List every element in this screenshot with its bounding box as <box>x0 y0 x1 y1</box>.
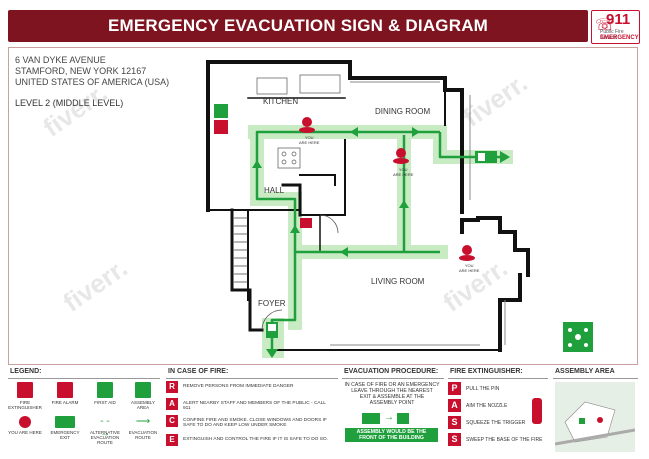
assembly-area-map <box>555 382 635 452</box>
exit-icon <box>362 413 380 424</box>
address-line-2: STAMFORD, NEW YORK 12167 <box>15 66 147 76</box>
fire-alarm-icon <box>57 382 73 398</box>
assembly-area-icon <box>135 382 151 398</box>
route-highlight <box>248 125 513 358</box>
hall-extinguisher <box>300 218 312 228</box>
assembly-banner: ASSEMBLY WOULD BE THE FRONT OF THE BUILD… <box>345 428 438 442</box>
header-bar: EMERGENCY EVACUATION SIGN & DIAGRAM <box>8 10 588 42</box>
room-dining: DINING ROOM <box>375 107 431 116</box>
fire-step: C CONFINE FIRE AND SMOKE. CLOSE WINDOWS … <box>166 415 336 428</box>
legend-item: YOU ARE HERE <box>8 416 42 435</box>
extinguisher-step: P PULL THE PIN <box>448 382 548 396</box>
level-label: LEVEL 2 (MIDDLE LEVEL) <box>15 98 124 108</box>
room-hall: HALL <box>264 186 285 195</box>
page-title: EMERGENCY EVACUATION SIGN & DIAGRAM <box>107 16 489 35</box>
fire-step: R REMOVE PERSONS FROM IMMEDIATE DANGER <box>166 381 336 394</box>
legend-title: LEGEND: <box>10 368 42 375</box>
walls <box>206 60 530 352</box>
legend-item: FIRE EXTINGUISHER <box>8 382 42 410</box>
extinguisher-step: S SQUEEZE THE TRIGGER <box>448 416 548 430</box>
extinguisher-title: FIRE EXTINGUISHER: <box>450 368 523 375</box>
room-kitchen: KITCHEN <box>263 97 299 106</box>
fire-extinguisher-icon <box>532 398 542 424</box>
alternative-route-icon: - - → <box>100 416 110 439</box>
you-are-here-icon <box>19 416 31 428</box>
fire-section: IN CASE OF FIRE: R REMOVE PERSONS FROM I… <box>166 368 338 454</box>
legend-item: FIRE ALARM <box>48 382 82 405</box>
you-are-here-markers <box>299 117 475 261</box>
floor-plan-panel <box>8 47 638 365</box>
address-block: 6 VAN DYKE AVENUE STAMFORD, NEW YORK 121… <box>15 55 169 88</box>
evacuation-route-icon: ⟶ <box>135 416 151 427</box>
first-aid-icon <box>97 382 113 398</box>
emergency-911-logo: ☏ 911 Public Fire Service EMERGENCY <box>591 10 640 44</box>
legend-item: ASSEMBLY AREA <box>126 382 160 410</box>
legend-section: LEGEND: FIRE EXTINGUISHER FIRE ALARM FIR… <box>8 368 160 454</box>
procedure-section: EVACUATION PROCEDURE: IN CASE OF FIRE OR… <box>342 368 444 454</box>
procedure-text: IN CASE OF FIRE OR AN EMERGENCY LEAVE TH… <box>344 382 440 406</box>
logo-number: 911 <box>606 11 631 28</box>
emergency-exit-sign-right <box>475 151 497 163</box>
legend-item: EMERGENCY EXIT <box>48 416 82 440</box>
logo-label: EMERGENCY <box>600 35 639 41</box>
arrow-icon: → <box>384 412 394 423</box>
address-line-1: 6 VAN DYKE AVENUE <box>15 55 106 65</box>
legend-item: FIRST AID <box>88 382 122 405</box>
address-line-3: UNITED STATES OF AMERICA (USA) <box>15 77 170 87</box>
fire-extinguisher-icon <box>17 382 33 398</box>
assembly-title: ASSEMBLY AREA <box>555 368 615 375</box>
assembly-section: ASSEMBLY AREA <box>553 368 638 454</box>
extinguisher-section: FIRE EXTINGUISHER: P PULL THE PIN A AIM … <box>448 368 548 454</box>
logo-subtitle: Public Fire Service <box>600 29 624 41</box>
windows <box>330 81 506 346</box>
kitchen-fixtures <box>256 74 341 169</box>
doors <box>261 214 339 331</box>
assembly-area-sign <box>563 322 593 352</box>
staircase <box>234 217 248 283</box>
emergency-exit-icon <box>55 416 75 428</box>
route-arrowheads <box>252 127 510 358</box>
extinguisher-step: S SWEEP THE BASE OF THE FIRE <box>448 433 548 447</box>
room-living: LIVING ROOM <box>371 277 425 286</box>
kitchen-safety-icons <box>214 104 228 134</box>
emergency-exit-sign-foyer <box>266 322 278 338</box>
assembly-icon <box>397 413 409 424</box>
legend-item: - - → ALTERNATIVE EVACUATION ROUTE <box>89 416 121 445</box>
evacuation-route <box>255 130 505 352</box>
info-panel: LEGEND: FIRE EXTINGUISHER FIRE ALARM FIR… <box>8 368 638 454</box>
legend-item: ⟶ EVACUATION ROUTE <box>128 416 158 440</box>
fire-step: E EXTINGUISH AND CONTROL THE FIRE IF IT … <box>166 434 336 447</box>
fire-step: A ALERT NEARBY STAFF AND MEMBERS OF THE … <box>166 398 336 411</box>
extinguisher-step: A AIM THE NOZZLE <box>448 399 548 413</box>
room-foyer: FOYER <box>258 299 286 308</box>
fire-title: IN CASE OF FIRE: <box>168 368 229 375</box>
procedure-title: EVACUATION PROCEDURE: <box>344 368 439 375</box>
phone-icon: ☏ <box>595 17 616 34</box>
